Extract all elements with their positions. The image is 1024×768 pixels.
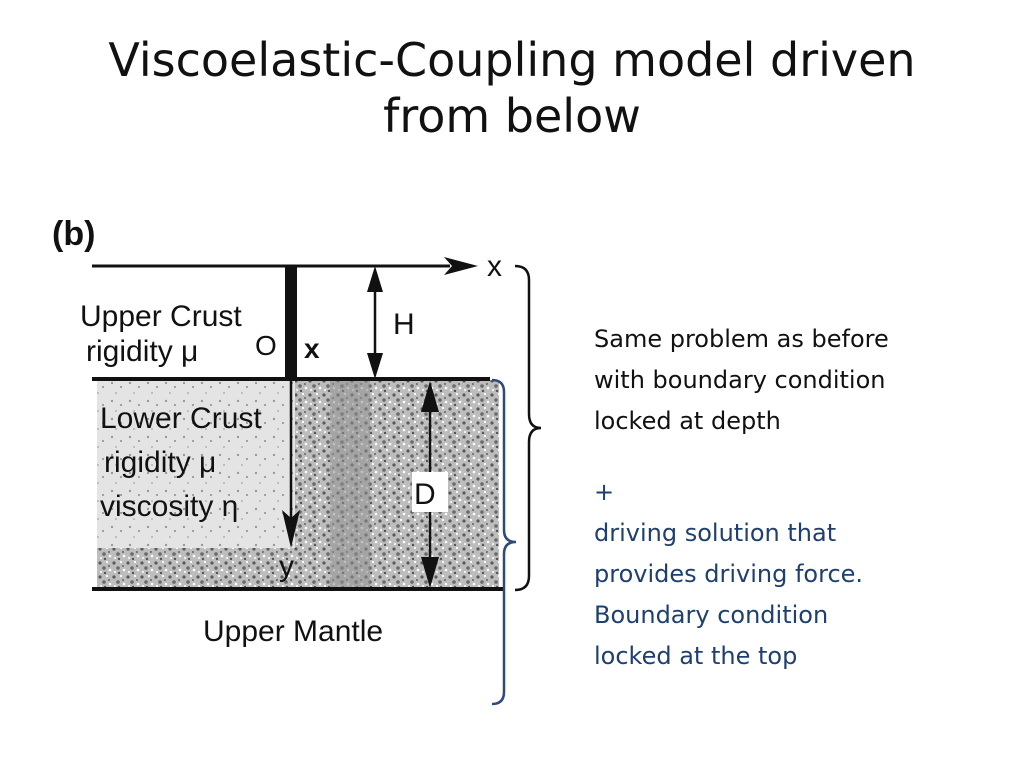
d-label-backing: [412, 472, 448, 512]
note-line-1: Same problem as before: [594, 325, 889, 353]
note-line-5: provides driving force.: [594, 560, 864, 588]
h-arrow-up: [367, 266, 383, 292]
locked-at-depth-note: Same problem as before with boundary con…: [594, 319, 1014, 442]
lower-crust-viscosity: viscosity η: [100, 490, 238, 523]
lower-crust-light-patch: [97, 380, 295, 548]
y-axis-label: y: [279, 550, 294, 583]
x-axis-arrowhead: [444, 257, 478, 275]
note-line-4: driving solution that: [594, 519, 837, 547]
driving-solution-note: + driving solution that provides driving…: [594, 472, 1014, 677]
note-line-3: locked at depth: [594, 407, 781, 435]
lower-crust-dark-band: [330, 380, 370, 588]
slide-title: Viscoelastic-Coupling model driven from …: [60, 32, 964, 144]
d-arrow-up: [421, 381, 439, 412]
panel-label: (b): [52, 215, 95, 253]
lower-crust-rigidity: rigidity μ: [104, 446, 216, 479]
upper-mantle-label: Upper Mantle: [203, 615, 383, 648]
y-axis-arrowhead: [282, 510, 300, 548]
note-line-7: locked at the top: [594, 642, 798, 670]
lower-crust-label: Lower Crust: [100, 402, 262, 435]
origin-label: O: [255, 330, 277, 361]
note-line-6: Boundary condition: [594, 601, 829, 629]
fault-bar: [285, 266, 297, 380]
upper-crust-label: Upper Crust: [80, 300, 242, 333]
x-marker-label: x: [304, 333, 320, 364]
x-axis-label: x: [487, 250, 502, 283]
note-plus: +: [594, 478, 615, 506]
title-line-2: from below: [383, 89, 641, 143]
d-label: D: [414, 478, 436, 511]
d-arrow-down: [421, 557, 439, 588]
black-bracket: [514, 264, 542, 592]
upper-crust-rigidity: rigidity μ: [86, 335, 198, 368]
blue-bracket: [491, 378, 517, 706]
title-line-1: Viscoelastic-Coupling model driven: [108, 33, 916, 87]
h-arrow-down: [367, 353, 383, 379]
h-label: H: [393, 308, 415, 341]
note-line-2: with boundary condition: [594, 366, 886, 394]
